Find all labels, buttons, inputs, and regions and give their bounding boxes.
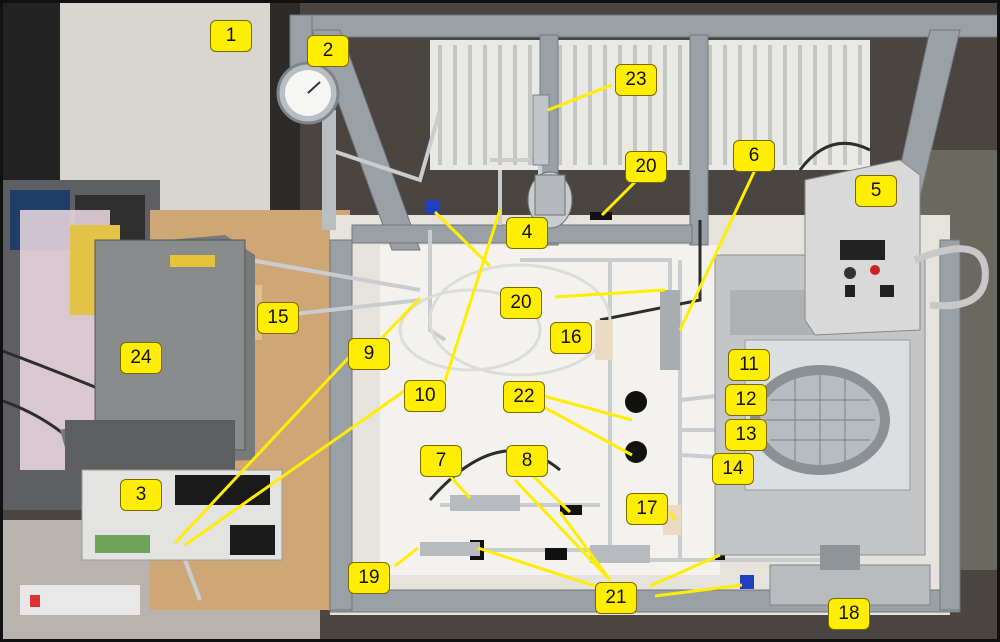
label-7: 7 [420, 445, 462, 477]
label-1: 1 [210, 20, 252, 52]
label-19: 19 [348, 562, 390, 594]
label-18: 18 [828, 598, 870, 630]
label-4: 4 [506, 217, 548, 249]
label-12: 12 [725, 384, 767, 416]
label-15: 15 [257, 302, 299, 334]
label-22: 22 [503, 381, 545, 413]
leader-lines [173, 83, 757, 598]
label-20-middle: 20 [500, 287, 542, 319]
label-10: 10 [404, 380, 446, 412]
label-6: 6 [733, 140, 775, 172]
label-23: 23 [615, 64, 657, 96]
label-24: 24 [120, 342, 162, 374]
label-21: 21 [595, 582, 637, 614]
label-17: 17 [626, 493, 668, 525]
label-16: 16 [550, 322, 592, 354]
reactor-vessel [527, 94, 573, 229]
label-20-top: 20 [625, 151, 667, 183]
label-5: 5 [855, 175, 897, 207]
instrument-24 [60, 235, 255, 470]
label-2: 2 [307, 35, 349, 67]
label-8: 8 [506, 445, 548, 477]
aluminium-frame [289, 14, 1000, 613]
controller-3 [81, 469, 283, 561]
label-11: 11 [728, 349, 770, 381]
label-3: 3 [120, 479, 162, 511]
label-14: 14 [712, 453, 754, 485]
label-9: 9 [348, 338, 390, 370]
pressure-gauge [276, 61, 340, 230]
label-13: 13 [725, 419, 767, 451]
